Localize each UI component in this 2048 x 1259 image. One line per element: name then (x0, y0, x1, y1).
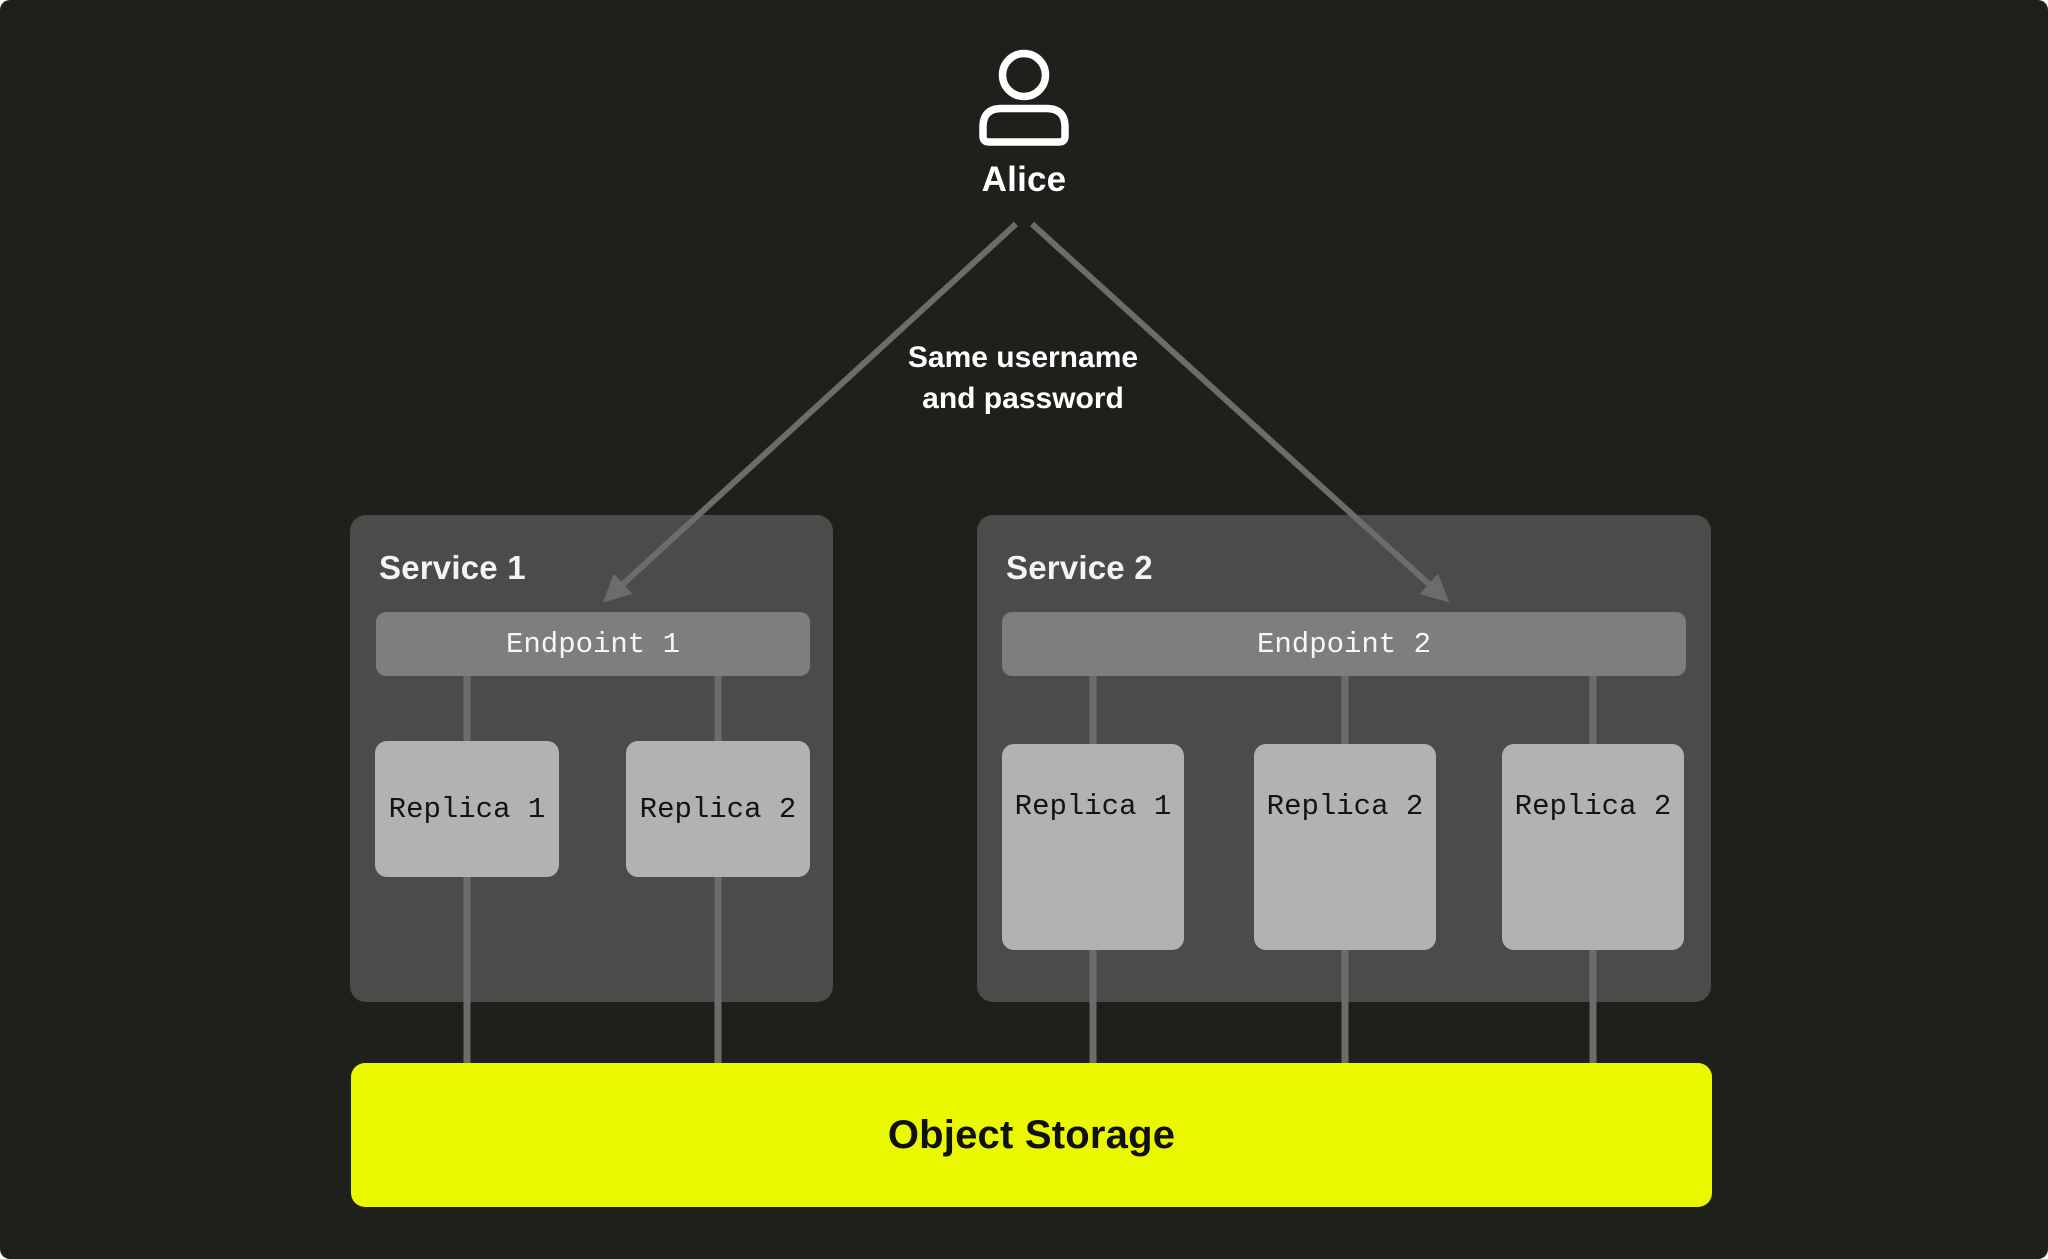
object-storage-bar: Object Storage (351, 1063, 1712, 1207)
service-2-replica-2-card: Replica 2 (1254, 744, 1436, 950)
endpoint-2-label: Endpoint 2 (1256, 627, 1432, 661)
service-2-title: Service 2 (1006, 549, 1153, 586)
endpoint-1-label: Endpoint 1 (505, 627, 681, 661)
object-storage-label: Object Storage (887, 1112, 1176, 1157)
service-1-replica-2-card: Replica 2 (626, 741, 810, 877)
service-2-replica-3-label: Replica 2 (1514, 790, 1672, 823)
user-icon (979, 49, 1069, 146)
service-2-replica-1-card: Replica 1 (1002, 744, 1184, 950)
service-1-title: Service 1 (379, 549, 526, 586)
service-1-replica-1-label: Replica 1 (388, 792, 546, 826)
auth-annotation-line2: and password (922, 382, 1124, 415)
endpoint-2-bar: Endpoint 2 (1002, 612, 1686, 676)
service-2-replica-3-card: Replica 2 (1502, 744, 1684, 950)
auth-annotation: Same username and password (773, 337, 1273, 419)
user-name-label: Alice (981, 160, 1067, 199)
endpoint-1-bar: Endpoint 1 (376, 612, 810, 676)
service-1-replica-1-card: Replica 1 (375, 741, 559, 877)
service-2-replica-2-label: Replica 2 (1266, 790, 1424, 823)
service-2-replica-1-label: Replica 1 (1014, 790, 1172, 823)
service-1-replica-2-label: Replica 2 (639, 792, 797, 826)
auth-annotation-line1: Same username (907, 341, 1139, 374)
